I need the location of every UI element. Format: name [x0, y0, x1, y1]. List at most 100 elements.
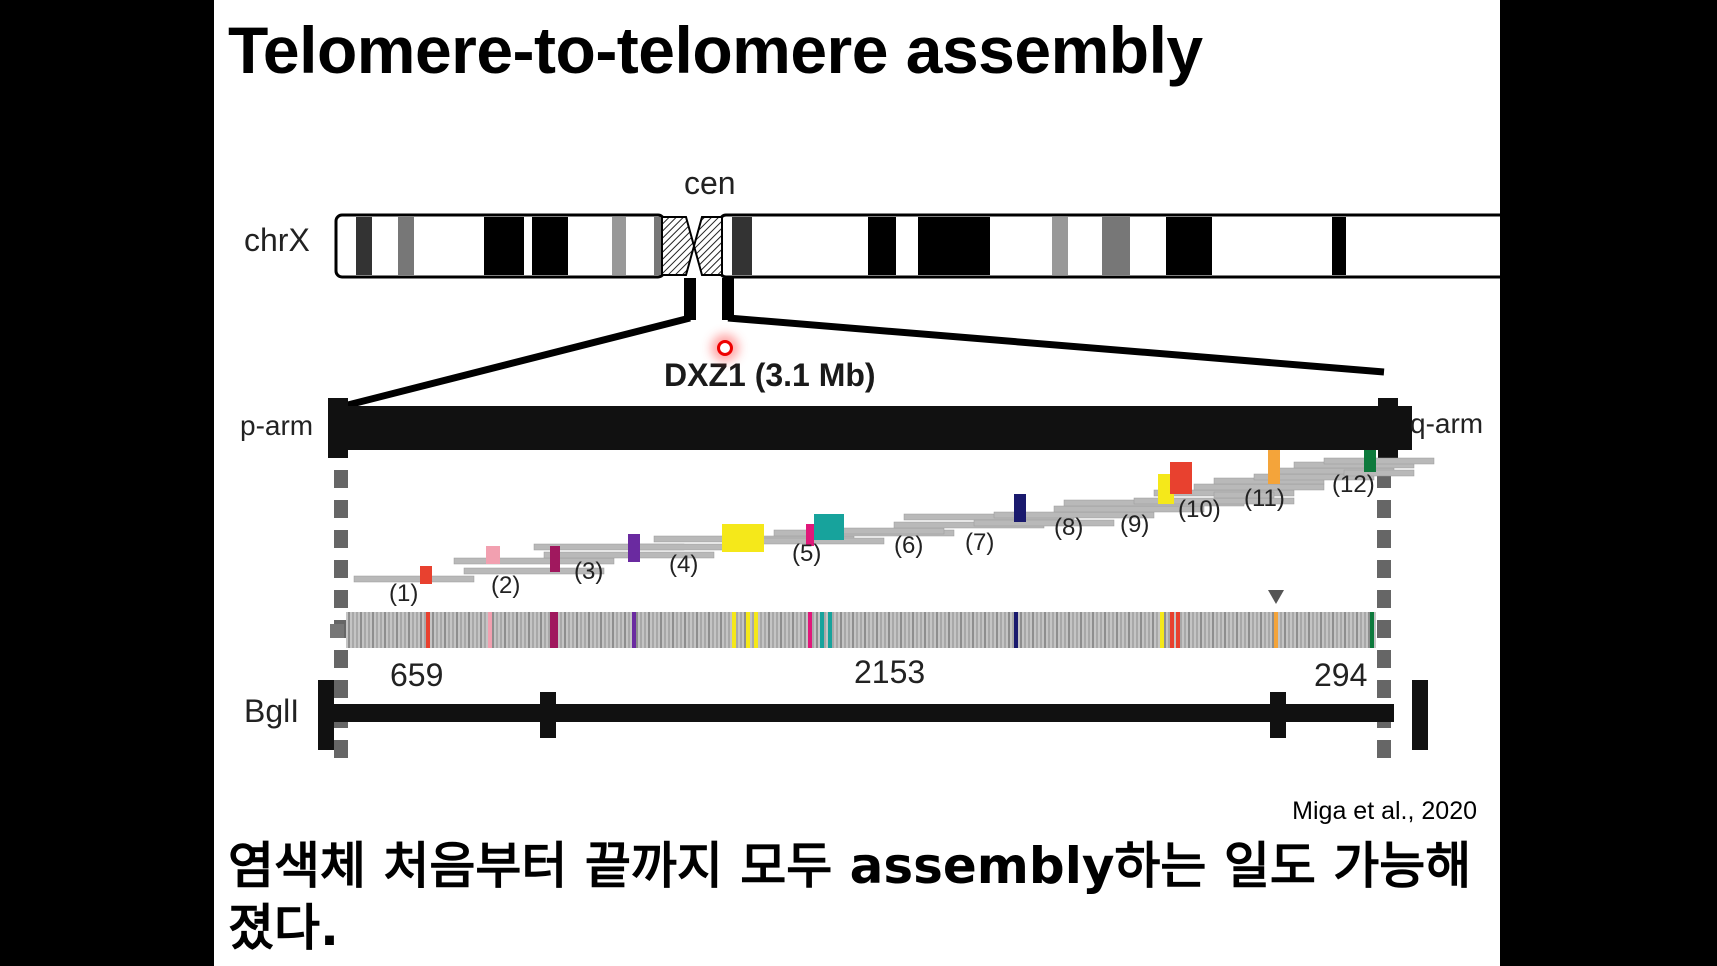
track-stripe [984, 612, 986, 648]
boundary-dash-left [334, 680, 348, 698]
track-stripe [992, 612, 994, 648]
read-segment [453, 557, 615, 565]
track-marker [1176, 612, 1180, 648]
track-marker [820, 612, 824, 648]
track-stripe [1156, 612, 1158, 648]
track-stripe [964, 612, 966, 648]
track-stripe [1012, 612, 1014, 648]
contig-label-12: (12) [1332, 471, 1375, 498]
track-stripe [1096, 612, 1098, 648]
track-stripe [1236, 612, 1238, 648]
track-stripe [1208, 612, 1210, 648]
boundary-dash-right [1377, 650, 1391, 668]
track-stripe [668, 612, 670, 648]
track-stripe [812, 612, 814, 648]
track-stripe [616, 612, 618, 648]
track-stripe [876, 612, 878, 648]
track-stripe [916, 612, 918, 648]
read-segment [1213, 491, 1275, 499]
track-stripe [1320, 612, 1322, 648]
track-stripe [968, 612, 970, 648]
contig-marker [628, 534, 640, 562]
chromosome-band [612, 217, 626, 275]
track-stripe [804, 612, 806, 648]
track-stripe [452, 612, 454, 648]
track-stripe [1056, 612, 1058, 648]
track-stripe [392, 612, 394, 648]
chromosome-band [1052, 217, 1068, 275]
track-stripe [388, 612, 390, 648]
track-stripe [908, 612, 910, 648]
track-stripe [772, 612, 774, 648]
track-stripe [444, 612, 446, 648]
track-stripe [1140, 612, 1142, 648]
track-stripe [1332, 612, 1334, 648]
centromere-label: cen [684, 165, 736, 201]
contig-label-7: (7) [965, 529, 995, 556]
track-stripe [1344, 612, 1346, 648]
track-stripe [524, 612, 526, 648]
track-marker [1170, 612, 1174, 648]
track-stripe [1148, 612, 1150, 648]
track-stripe [708, 612, 710, 648]
track-stripe [1248, 612, 1250, 648]
track-stripe [1300, 612, 1302, 648]
track-stripe [856, 612, 858, 648]
array-bar [332, 406, 1412, 450]
track-stripe [672, 612, 674, 648]
contig-marker [722, 524, 764, 552]
restriction-end-right [1412, 680, 1428, 750]
track-stripe [1144, 612, 1146, 648]
track-stripe [1284, 612, 1286, 648]
track-stripe [1040, 612, 1042, 648]
chromosome-band [1332, 217, 1346, 275]
track-stripe [376, 612, 378, 648]
track-stripe [360, 612, 362, 648]
boundary-dash-left [334, 530, 348, 548]
track-stripe [780, 612, 782, 648]
track-stripe [484, 612, 486, 648]
boundary-dash-right [1377, 530, 1391, 548]
zoom-wedge [335, 278, 1385, 412]
track-stripe [940, 612, 942, 648]
contig-marker [550, 546, 560, 572]
track-stripe [1340, 612, 1342, 648]
track-stripe [424, 612, 426, 648]
track-stripe [1224, 612, 1226, 648]
chromosome-band [918, 217, 990, 275]
track-stripe [720, 612, 722, 648]
track-stripe [1364, 612, 1366, 648]
track-stripe [480, 612, 482, 648]
boundary-dash-right [1377, 740, 1391, 758]
track-stripe [352, 612, 354, 648]
q-arm-label: q-arm [1410, 408, 1484, 439]
fragment-size-3: 294 [1314, 657, 1368, 693]
track-stripe [1184, 612, 1186, 648]
track-stripe [1132, 612, 1134, 648]
track-stripe [768, 612, 770, 648]
track-stripe [600, 612, 602, 648]
contig-marker [1268, 450, 1280, 484]
track-stripe [564, 612, 566, 648]
assembled-array-track [330, 590, 1376, 648]
track-stripe [712, 612, 714, 648]
track-stripe [508, 612, 510, 648]
track-stripe [608, 612, 610, 648]
track-stripe [728, 612, 730, 648]
track-stripe [568, 612, 570, 648]
track-stripe [612, 612, 614, 648]
track-stripe [504, 612, 506, 648]
track-stripe [1064, 612, 1066, 648]
track-stripe [456, 612, 458, 648]
track-stripe [844, 612, 846, 648]
track-stripe [652, 612, 654, 648]
track-stripe [900, 612, 902, 648]
track-stripe [1152, 612, 1154, 648]
boundary-dash-right [1377, 500, 1391, 518]
t2t-diagram [318, 213, 1500, 758]
track-stripe [1024, 612, 1026, 648]
track-stripe [760, 612, 762, 648]
read-segment [463, 567, 605, 575]
boundary-dash-right [1377, 560, 1391, 578]
chromosome-band [398, 217, 414, 275]
